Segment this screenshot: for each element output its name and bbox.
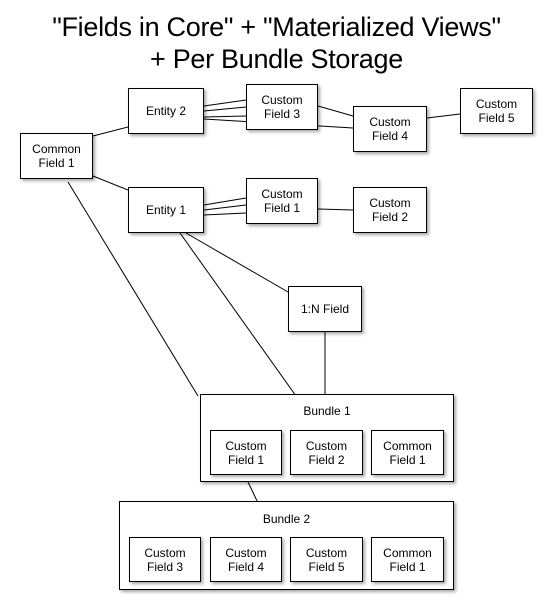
bundle-2-field[interactable]: Common Field 1 <box>371 537 444 582</box>
bundle-2-field[interactable]: Custom Field 5 <box>290 537 363 582</box>
edge-entity2-cf3-c <box>203 115 247 118</box>
diagram-title-line-2: + Per Bundle Storage <box>150 44 403 74</box>
edge-common-entity1 <box>92 175 129 191</box>
bundle-1-field[interactable]: Common Field 1 <box>371 430 444 475</box>
bundle-2[interactable]: Bundle 2 Custom Field 3 Custom Field 4 C… <box>119 501 454 590</box>
field-label: Custom Field 5 <box>305 545 348 574</box>
node-label: 1:N Field <box>300 302 350 316</box>
edge-entity1-cf1-c <box>203 212 247 216</box>
field-label: Common Field 1 <box>383 545 432 574</box>
edge-bundle1-bundle2 <box>247 481 259 504</box>
node-entity-1[interactable]: Entity 1 <box>128 187 204 233</box>
node-custom-field-2[interactable]: Custom Field 2 <box>353 187 427 233</box>
edge-entity2-cf3-a <box>203 99 247 107</box>
node-custom-field-5[interactable]: Custom Field 5 <box>460 88 533 134</box>
bundle-1-field[interactable]: Custom Field 1 <box>210 430 282 475</box>
node-label: Entity 2 <box>145 104 187 118</box>
edge-common-entity2 <box>92 126 129 137</box>
edge-entity1-cf1-a <box>203 197 247 206</box>
node-1n-field[interactable]: 1:N Field <box>288 286 362 332</box>
field-label: Custom Field 1 <box>225 438 267 467</box>
edge-cf4-cf5 <box>426 113 461 119</box>
edge-entity1-cf1-b <box>203 204 247 211</box>
node-label: Custom Field 2 <box>369 196 411 224</box>
field-label: Custom Field 2 <box>305 438 348 467</box>
node-custom-field-4[interactable]: Custom Field 4 <box>353 106 427 152</box>
node-custom-field-3[interactable]: Custom Field 3 <box>246 84 318 130</box>
node-label: Custom Field 1 <box>261 187 303 215</box>
node-custom-field-1[interactable]: Custom Field 1 <box>246 178 318 224</box>
diagram-title-line-1: "Fields in Core" + "Materialized Views" <box>52 12 501 42</box>
field-label: Common Field 1 <box>383 438 432 467</box>
edge-entity2-cf3-b <box>203 106 247 112</box>
bundle-label: Bundle 1 <box>303 404 351 418</box>
bundle-1[interactable]: Bundle 1 Custom Field 1 Custom Field 2 C… <box>200 394 454 482</box>
node-common-field-1[interactable]: Common Field 1 <box>20 133 93 179</box>
field-label: Custom Field 4 <box>225 545 267 574</box>
node-label: Custom Field 3 <box>261 93 303 121</box>
edge-cf3-cf4 <box>317 105 354 117</box>
bundle-2-field[interactable]: Custom Field 4 <box>210 537 282 582</box>
node-label: Common Field 1 <box>32 142 81 170</box>
edge-cf1-cf2 <box>317 208 354 211</box>
bundle-label: Bundle 2 <box>262 512 311 526</box>
node-label: Entity 1 <box>145 203 187 217</box>
field-label: Custom Field 3 <box>144 545 186 574</box>
node-label: Custom Field 4 <box>369 115 411 143</box>
node-entity-2[interactable]: Entity 2 <box>128 88 204 134</box>
bundle-1-field[interactable]: Custom Field 2 <box>290 430 363 475</box>
edge-entity1-bundle1 <box>179 232 297 397</box>
node-label: Custom Field 5 <box>475 97 518 125</box>
bundle-2-field[interactable]: Custom Field 3 <box>129 537 201 582</box>
edge-entity1-1n <box>185 232 289 293</box>
